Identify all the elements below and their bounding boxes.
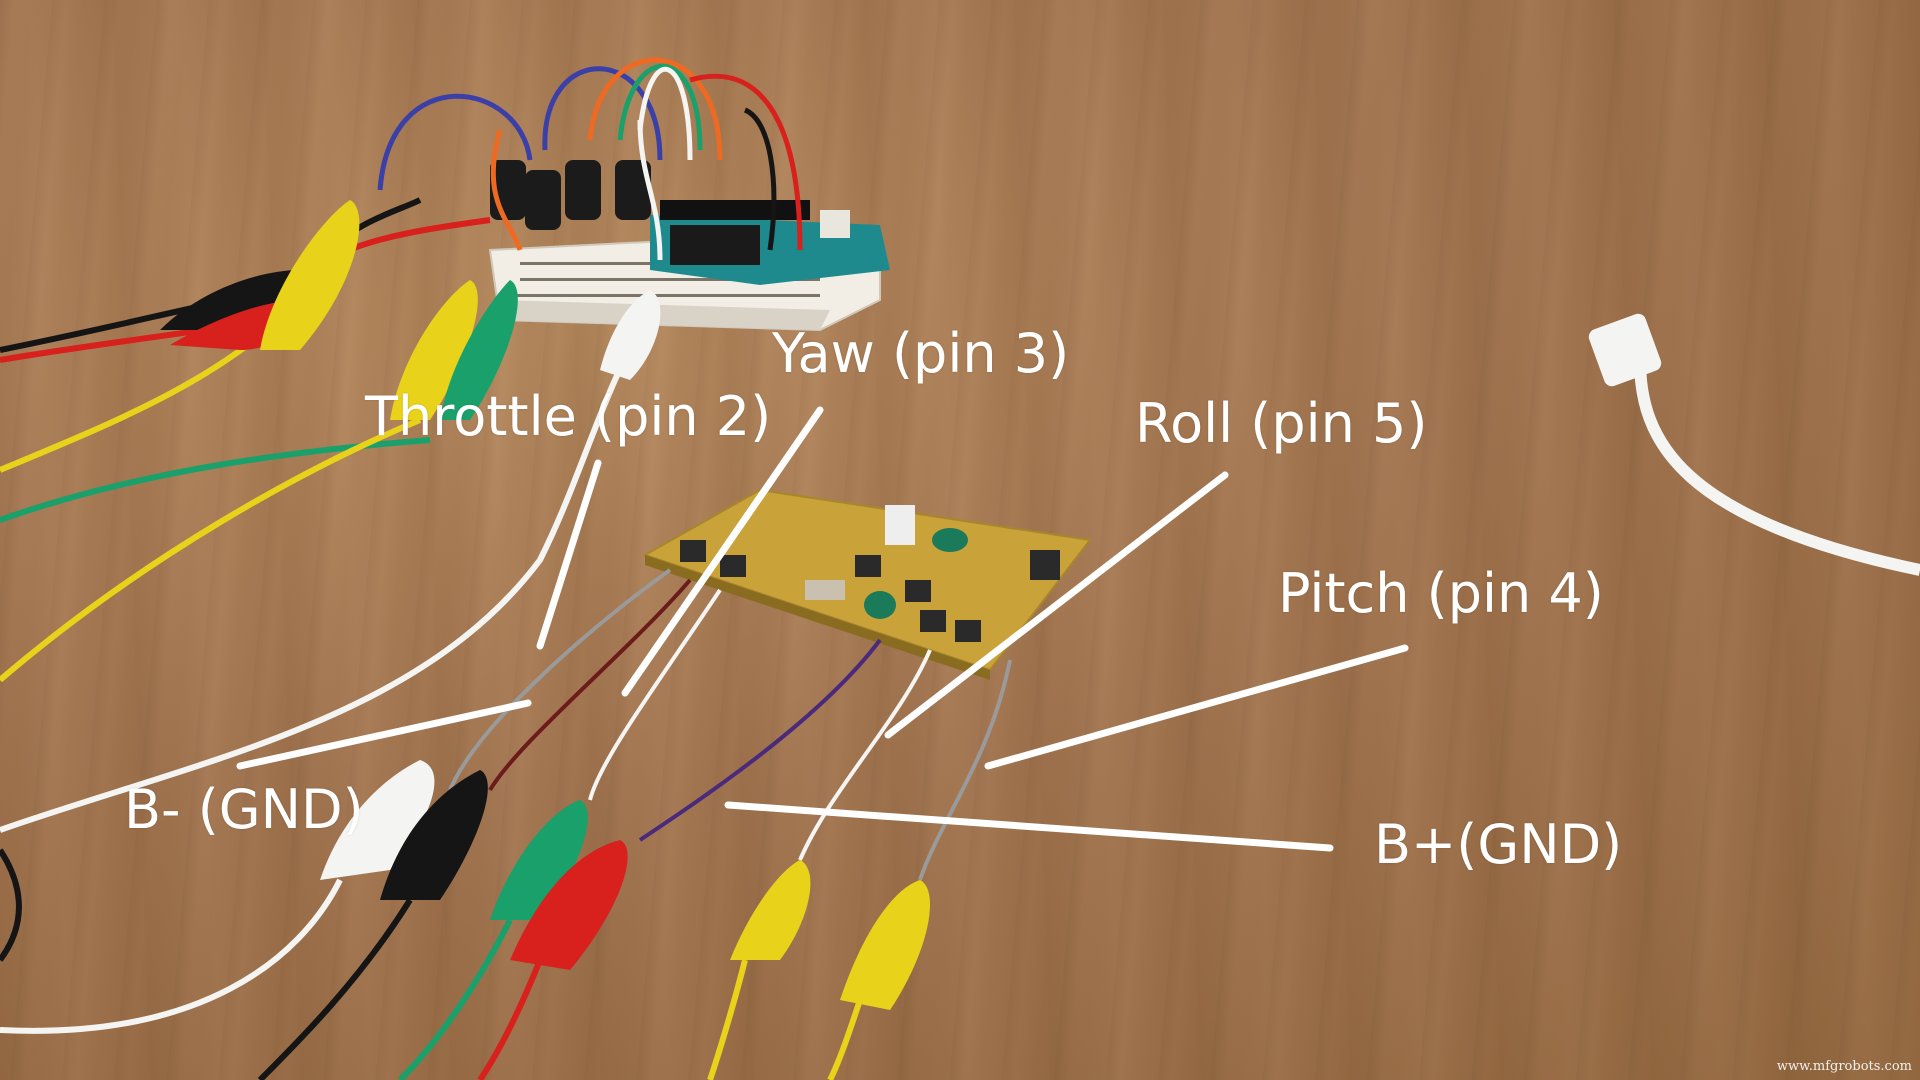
b-minus-label: B- (GND) xyxy=(124,778,364,841)
jumper-wires xyxy=(377,57,803,261)
pitch-pointer-line xyxy=(984,644,1409,770)
bottom-leads xyxy=(0,848,863,1080)
throttle-pointer-line xyxy=(536,459,602,650)
roll-pointer-line xyxy=(884,471,1229,739)
yaw-pointer-line xyxy=(621,406,824,697)
bottom-clips xyxy=(320,760,930,1010)
annotation-lines xyxy=(236,406,1409,852)
watermark: www.mfgrobots.com xyxy=(1776,1059,1912,1074)
top-clips xyxy=(160,200,661,420)
usb-cable xyxy=(1588,313,1920,576)
b-plus-label: B+(GND) xyxy=(1374,813,1623,876)
capacitors xyxy=(490,160,651,230)
throttle-label: Throttle (pin 2) xyxy=(365,385,772,448)
yaw-label: Yaw (pin 3) xyxy=(772,322,1070,385)
pitch-label: Pitch (pin 4) xyxy=(1278,562,1604,625)
roll-label: Roll (pin 5) xyxy=(1135,392,1428,455)
pcb-leads xyxy=(448,568,1012,881)
transmitter-pcb xyxy=(642,488,1092,680)
b-minus-pointer-line xyxy=(236,699,532,770)
b-plus-pointer-line xyxy=(724,801,1334,852)
